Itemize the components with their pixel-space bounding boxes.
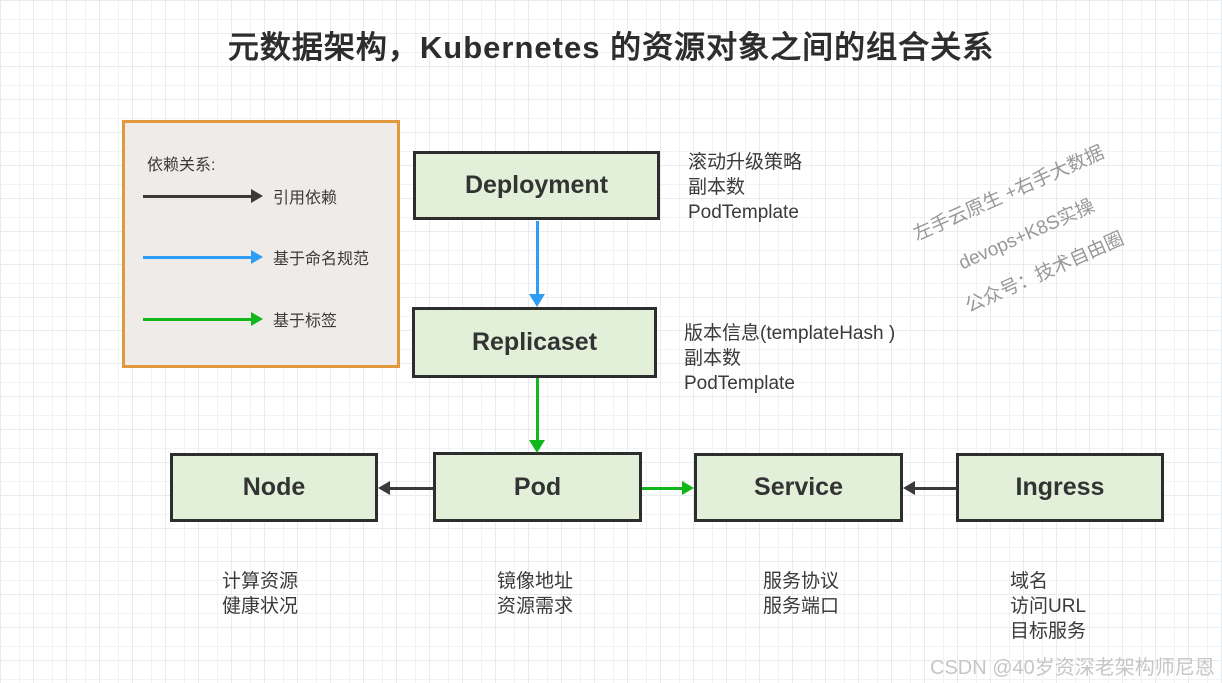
legend-blue-arrow-icon	[143, 250, 263, 264]
legend-heading: 依赖关系:	[147, 157, 216, 174]
node-service: Service	[694, 453, 903, 522]
legend-item-reference: 引用依赖	[143, 188, 337, 207]
legend-item-label: 引用依赖	[273, 190, 338, 207]
arrow-deployment-to-replicaset	[529, 221, 545, 307]
node-ingress: Ingress	[956, 453, 1164, 522]
legend-box: 依赖关系: 引用依赖 基于命名规范 基于标签	[122, 120, 400, 368]
arrow-pod-to-service	[642, 481, 694, 495]
node-annotation: 计算资源 健康状况	[222, 571, 299, 617]
csdn-watermark: CSDN @40岁资深老架构师尼恩	[930, 657, 1215, 679]
legend-item-label: 基于命名规范	[273, 251, 370, 268]
legend-item-label-selector: 基于标签	[143, 311, 337, 330]
replicaset-annotation: 版本信息(templateHash ) 副本数 PodTemplate	[684, 323, 896, 394]
legend-item-naming-convention: 基于命名规范	[143, 249, 369, 268]
legend-item-label: 基于标签	[273, 313, 338, 330]
page-title: 元数据架构，Kubernetes 的资源对象之间的组合关系	[227, 30, 995, 65]
ingress-annotation: 域名 访问URL 目标服务	[1010, 571, 1087, 642]
legend-black-arrow-icon	[143, 189, 263, 203]
service-annotation: 服务协议 服务端口	[763, 571, 840, 617]
node-pod: Pod	[433, 452, 642, 522]
legend-green-arrow-icon	[143, 312, 263, 326]
deployment-annotation: 滚动升级策略 副本数 PodTemplate	[688, 152, 803, 223]
arrow-ingress-to-service	[903, 481, 957, 495]
arrow-replicaset-to-pod	[529, 378, 545, 453]
pod-annotation: 镜像地址 资源需求	[497, 571, 574, 617]
node-replicaset: Replicaset	[412, 307, 657, 378]
arrow-pod-to-node	[378, 481, 433, 495]
node-node: Node	[170, 453, 378, 522]
node-deployment: Deployment	[413, 151, 660, 220]
